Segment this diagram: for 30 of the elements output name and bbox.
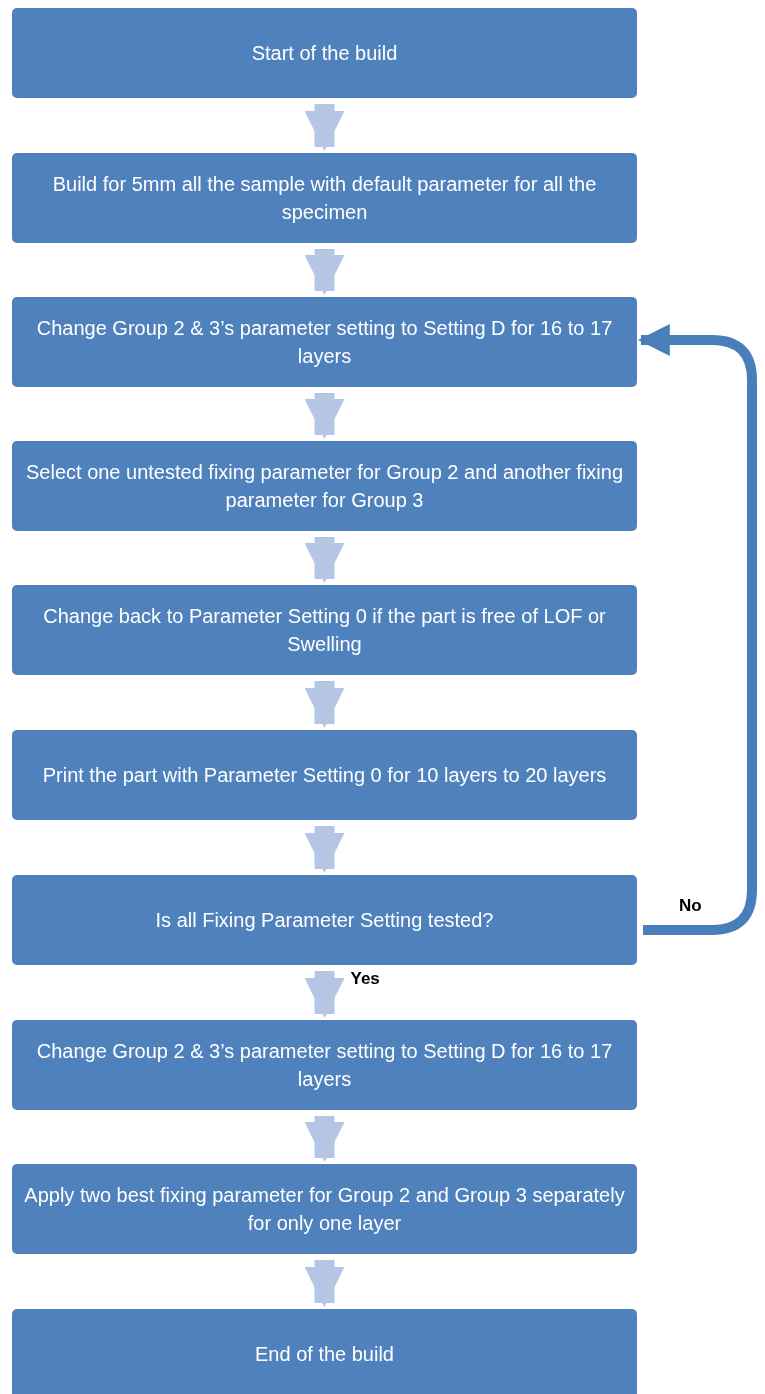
box-text: Is all Fixing Parameter Setting tested? (155, 908, 494, 933)
process-box (12, 441, 637, 531)
block-arrow (304, 1116, 345, 1162)
block-arrow (304, 971, 345, 1018)
block-arrow (304, 537, 345, 583)
process-box (12, 875, 637, 965)
block-arrow (304, 249, 345, 295)
process-box (12, 730, 637, 820)
block-arrow (304, 393, 345, 439)
process-box (12, 297, 637, 387)
block-arrow (304, 826, 345, 873)
box-text: Change Group 2 & 3’s parameter setting to Setting D for 16 to 17 layers (35, 1039, 614, 1092)
block-arrow (304, 681, 345, 728)
box-text: Build for 5mm all the sample with default parameter for all the specimen (51, 172, 598, 225)
box-text: Apply two best fixing parameter for Group 2 and Group 3 separately for only one layer (24, 1183, 625, 1236)
process-box (12, 1309, 637, 1394)
process-box (12, 8, 637, 98)
box-text: End of the build (255, 1342, 394, 1367)
loop-arrow (637, 324, 757, 935)
process-box (12, 585, 637, 675)
process-box (12, 1164, 637, 1254)
block-arrow (304, 104, 345, 151)
box-text: Print the part with Parameter Setting 0 for 10 layers to 20 layers (42, 763, 607, 788)
block-arrow (304, 1260, 345, 1307)
process-box (12, 153, 637, 243)
box-text: Change Group 2 & 3’s parameter setting to Setting D for 16 to 17 layers (35, 316, 614, 369)
box-text: Start of the build (251, 41, 398, 66)
process-box (12, 1020, 637, 1110)
box-text: Select one untested fixing parameter for Group 2 and another fixing parameter for Group 3 (25, 460, 624, 513)
box-text: Change back to Parameter Setting 0 if the part is free of LOF or Swelling (42, 604, 607, 657)
